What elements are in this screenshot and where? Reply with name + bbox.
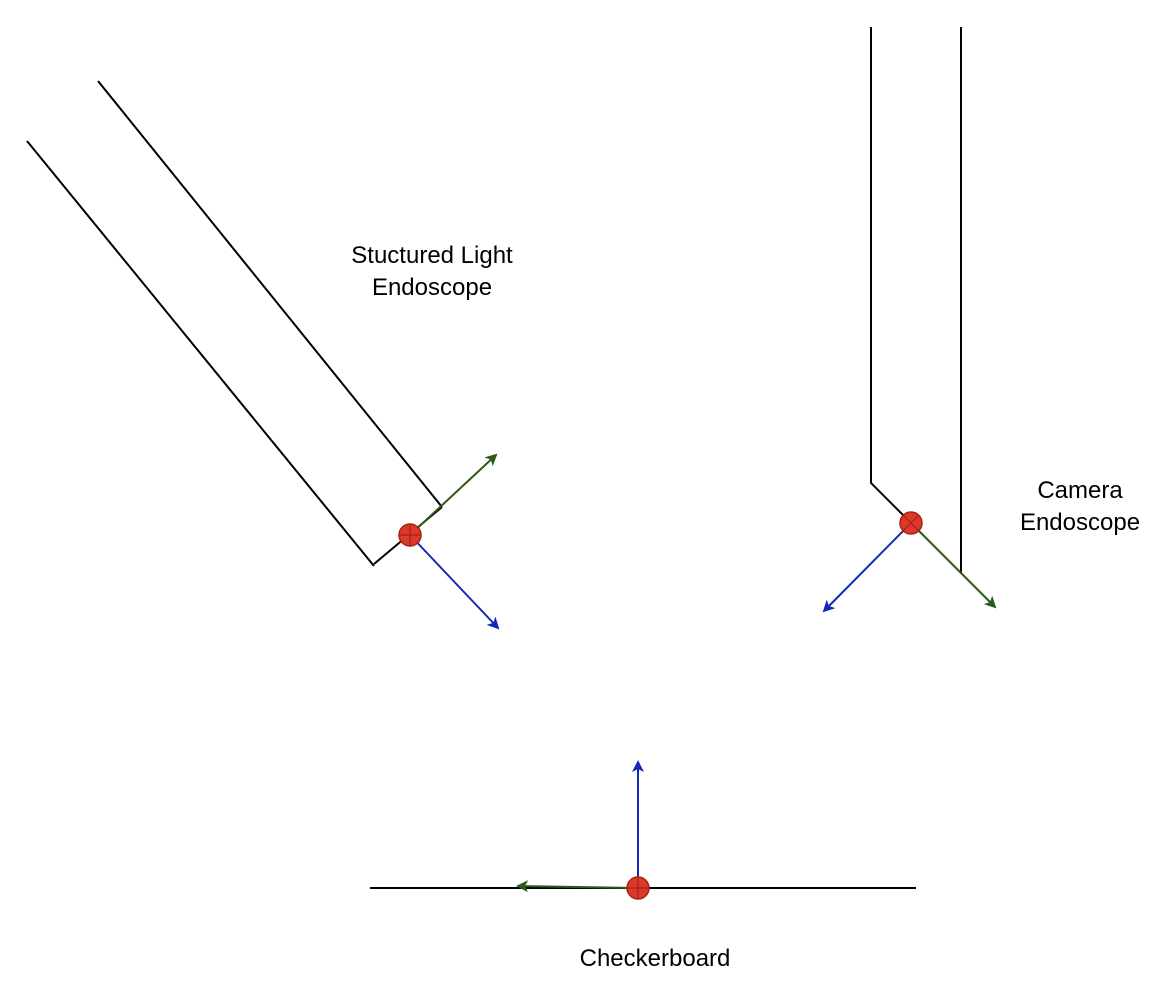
camera-endoscope — [822, 27, 997, 613]
cam-label-line-1: Camera — [1037, 477, 1123, 504]
camera-endoscope-label: Camera Endoscope — [1000, 475, 1160, 539]
cb-origin-circle-plus-icon — [626, 876, 650, 900]
checkerboard — [370, 760, 916, 900]
sl-green-axis — [409, 453, 498, 536]
sl-label-line-1: Stuctured Light — [351, 242, 513, 269]
cam-label-line-2: Endoscope — [1019, 509, 1141, 536]
cam-origin-circle-x-icon — [899, 511, 923, 535]
camera-endoscope-left-edge — [870, 27, 912, 524]
structured-light-endoscope-label: Stuctured Light Endoscope — [312, 240, 552, 304]
sl-origin-circle-plus-icon — [398, 523, 422, 547]
cb-green-axis — [516, 880, 639, 893]
structured-light-endoscope — [26, 80, 500, 630]
cam-blue-axis — [822, 522, 912, 613]
cb-label-line-1: Checkerboard — [579, 945, 731, 972]
sl-endoscope-outer-edge — [26, 140, 375, 567]
checkerboard-label: Checkerboard — [540, 943, 770, 975]
sl-label-line-2: Endoscope — [371, 274, 493, 301]
sl-endoscope-inner-edge — [97, 80, 443, 508]
sl-blue-axis — [409, 534, 500, 630]
cam-green-axis — [910, 522, 997, 609]
